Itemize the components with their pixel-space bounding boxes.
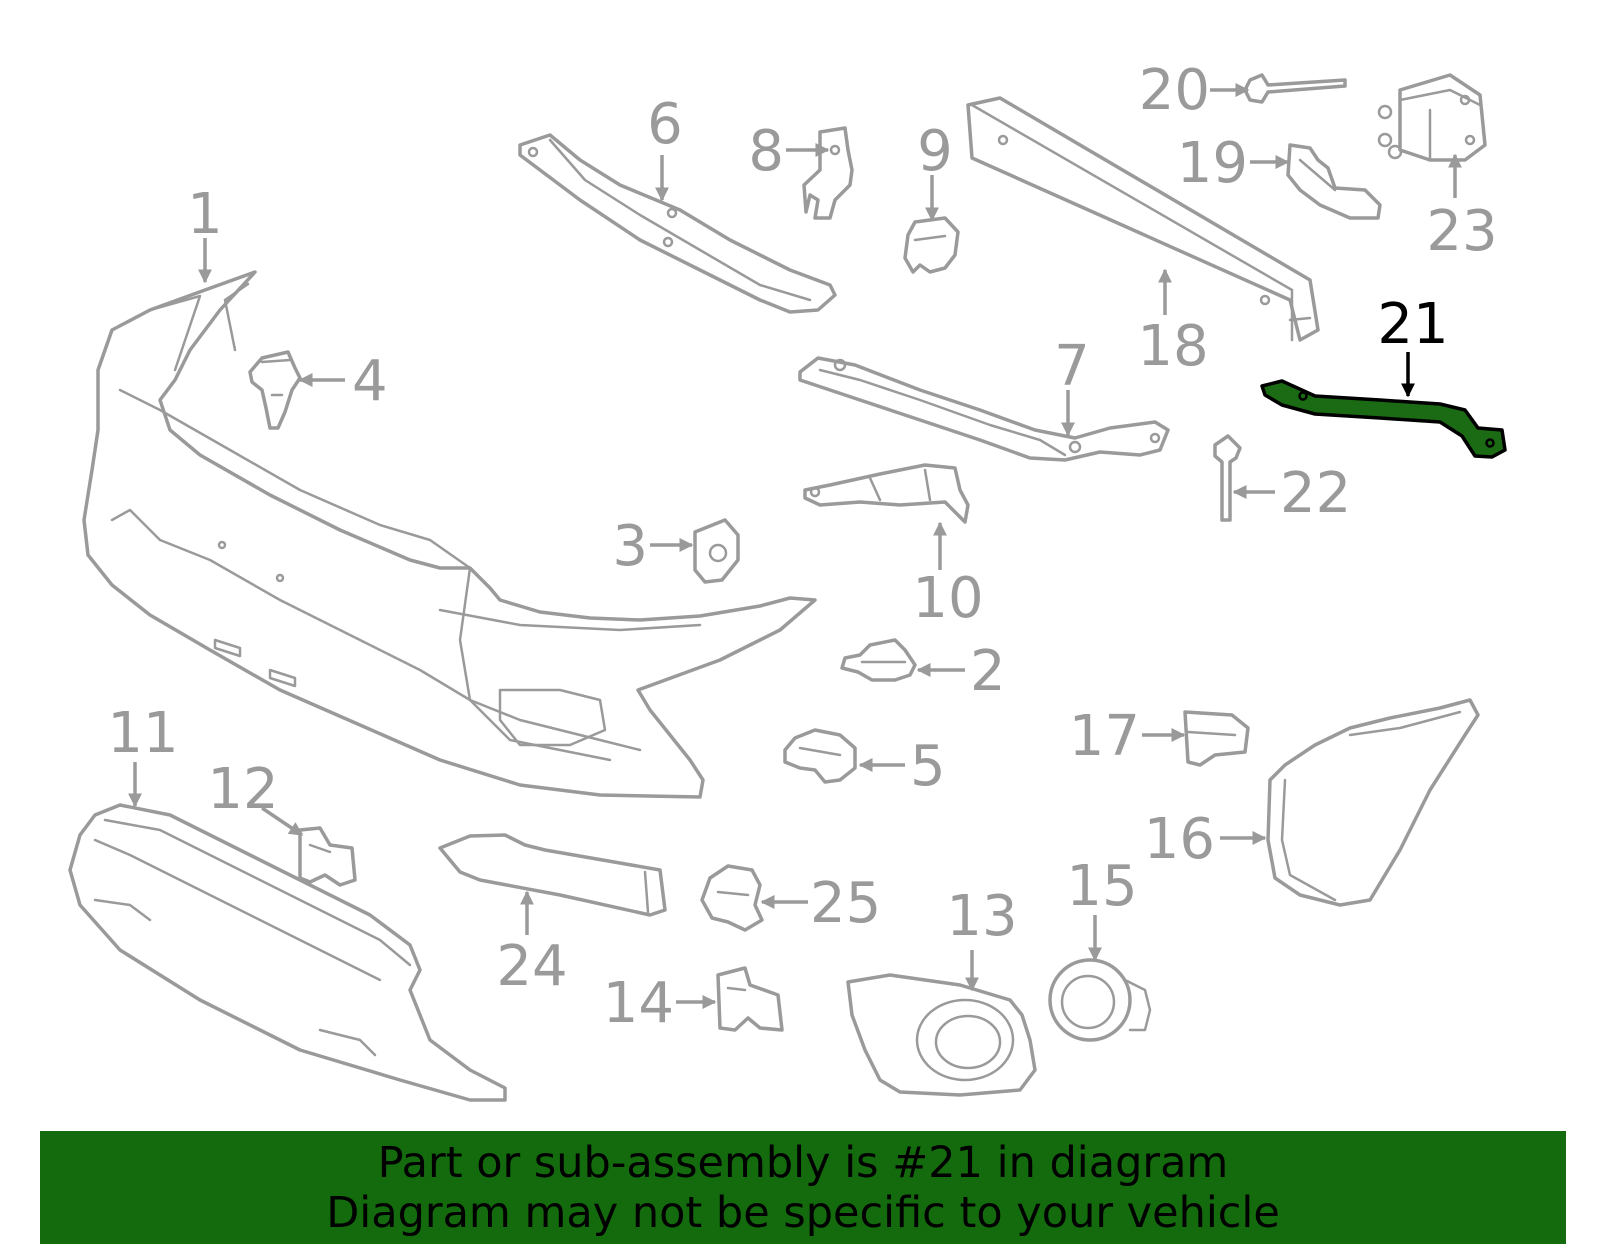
part-21-brace-highlight[interactable] <box>1260 379 1507 459</box>
callout-14: 14 <box>603 971 717 1036</box>
callout-number-20: 20 <box>1139 58 1210 123</box>
callout-9: 9 <box>917 119 953 222</box>
callout-number-12: 12 <box>207 757 278 822</box>
callout-number-1: 1 <box>187 182 223 247</box>
part-25-bracket[interactable] <box>700 864 764 932</box>
part-6-upper-retainer[interactable] <box>518 133 837 314</box>
callout-6: 6 <box>647 92 683 202</box>
part-9-clip[interactable] <box>903 216 960 274</box>
callout-number-3: 3 <box>612 514 648 579</box>
callout-number-6: 6 <box>647 92 683 157</box>
callout-23: 23 <box>1426 153 1498 264</box>
callout-21: 21 <box>1377 292 1449 398</box>
part-10-bracket[interactable] <box>803 463 970 524</box>
callout-number-15: 15 <box>1066 854 1137 919</box>
callout-number-11: 11 <box>107 701 178 766</box>
part-13-fog-bezel[interactable] <box>846 973 1037 1097</box>
banner-line-disclaimer: Diagram may not be specific to your vehi… <box>326 1187 1280 1238</box>
callout-number-22: 22 <box>1280 461 1351 526</box>
callout-8: 8 <box>748 119 830 184</box>
part-14-clip[interactable] <box>716 966 784 1032</box>
callout-number-2: 2 <box>970 639 1006 704</box>
part-3-clip[interactable] <box>693 518 740 584</box>
part-12-clip[interactable] <box>298 826 357 887</box>
callout-25: 25 <box>760 871 881 936</box>
part-18-reinforcement[interactable] <box>966 96 1320 342</box>
callout-number-19: 19 <box>1177 131 1248 196</box>
part-20-bolt[interactable] <box>1243 73 1347 104</box>
callout-10: 10 <box>912 521 984 631</box>
part-19-bracket[interactable] <box>1286 143 1382 220</box>
info-banner: Part or sub-assembly is #21 in diagram D… <box>40 1131 1566 1244</box>
part-16-extension[interactable] <box>1266 698 1480 907</box>
callout-24: 24 <box>496 890 568 999</box>
callout-12: 12 <box>207 757 304 837</box>
parts-diagram: 1 2 3 4 5 6 7 8 9 10 11 12 <box>68 58 1507 1102</box>
callout-19: 19 <box>1177 131 1290 196</box>
part-1-bumper-cover[interactable] <box>82 270 817 799</box>
callout-number-8: 8 <box>748 119 784 184</box>
callout-20: 20 <box>1139 58 1250 123</box>
callout-7: 7 <box>1054 334 1090 437</box>
callout-5: 5 <box>858 734 946 799</box>
callout-number-10: 10 <box>912 566 983 631</box>
callout-number-16: 16 <box>1144 807 1215 872</box>
callout-16: 16 <box>1144 807 1267 872</box>
part-8-bracket[interactable] <box>802 126 854 220</box>
callout-number-9: 9 <box>917 119 953 184</box>
part-23-mount[interactable] <box>1377 73 1487 162</box>
callout-17: 17 <box>1069 704 1186 769</box>
part-11-lower-cover[interactable] <box>68 803 507 1102</box>
callout-22: 22 <box>1232 461 1351 526</box>
callout-number-21: 21 <box>1377 292 1448 357</box>
callout-number-18: 18 <box>1137 314 1208 379</box>
part-17-clip[interactable] <box>1183 710 1250 767</box>
callout-1: 1 <box>187 182 223 284</box>
callout-number-14: 14 <box>603 971 674 1036</box>
part-5-retainer[interactable] <box>783 728 857 784</box>
part-2-retainer[interactable] <box>840 638 917 682</box>
callout-2: 2 <box>916 639 1006 704</box>
callout-3: 3 <box>612 514 694 579</box>
part-7-lower-retainer[interactable] <box>798 356 1170 462</box>
callout-number-5: 5 <box>910 734 946 799</box>
callout-number-24: 24 <box>496 934 567 999</box>
callout-4: 4 <box>298 349 388 414</box>
callout-number-13: 13 <box>946 884 1017 949</box>
callout-11: 11 <box>107 701 179 808</box>
callout-number-17: 17 <box>1069 704 1140 769</box>
callout-15: 15 <box>1066 854 1138 962</box>
callout-number-23: 23 <box>1426 199 1497 264</box>
callout-number-4: 4 <box>352 349 388 414</box>
callout-number-7: 7 <box>1054 334 1090 399</box>
part-15-fog-lamp[interactable] <box>1048 958 1152 1042</box>
callout-18: 18 <box>1137 268 1209 379</box>
banner-line-part-info: Part or sub-assembly is #21 in diagram <box>377 1137 1229 1188</box>
part-4-push-clip[interactable] <box>248 350 302 430</box>
part-22-pin[interactable] <box>1213 434 1242 522</box>
part-24-garnish[interactable] <box>438 833 667 917</box>
callout-13: 13 <box>946 884 1018 992</box>
callout-number-25: 25 <box>810 871 881 936</box>
